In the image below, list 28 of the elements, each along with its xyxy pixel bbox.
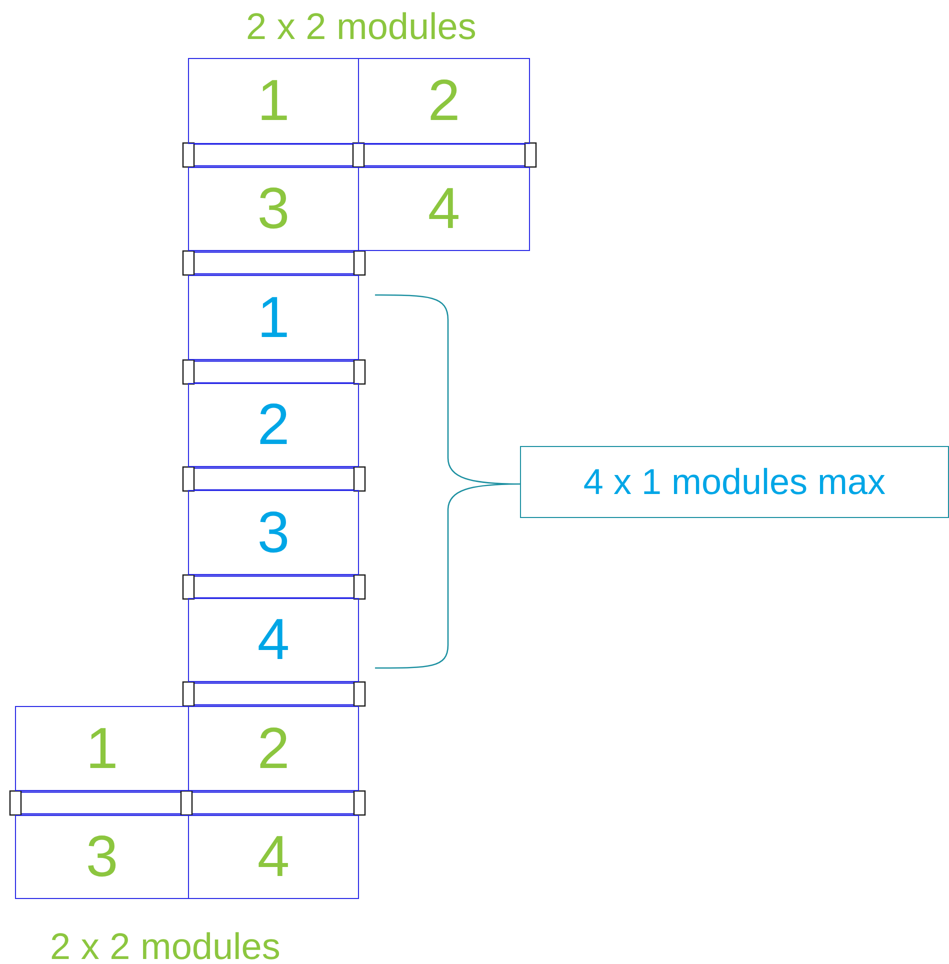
module-number: 4 [428,180,460,238]
module-number: 2 [428,72,460,130]
module-box [358,167,530,251]
module-number: 3 [257,504,290,562]
group-label: 2 x 2 modules [246,6,476,48]
module-box [188,815,359,899]
module-number: 4 [257,828,290,886]
module-box [188,383,359,467]
module-box [188,706,359,791]
module-box [188,598,359,682]
module-number: 2 [257,720,290,778]
module-number: 2 [257,396,290,454]
callout-box [520,446,949,518]
module-number: 3 [86,828,118,886]
module-number: 4 [257,611,290,669]
module-number: 1 [86,720,118,778]
group-label: 2 x 2 modules [50,926,280,964]
module-number: 1 [257,288,290,346]
module-box [188,275,359,360]
module-box [188,167,359,251]
callout-text: 4 x 1 modules max [583,464,886,500]
module-box [15,815,189,899]
module-box [15,706,189,791]
module-box [188,58,359,144]
module-box [188,490,359,575]
module-number: 3 [257,180,290,238]
module-box [358,58,530,144]
module-number: 1 [257,72,290,130]
